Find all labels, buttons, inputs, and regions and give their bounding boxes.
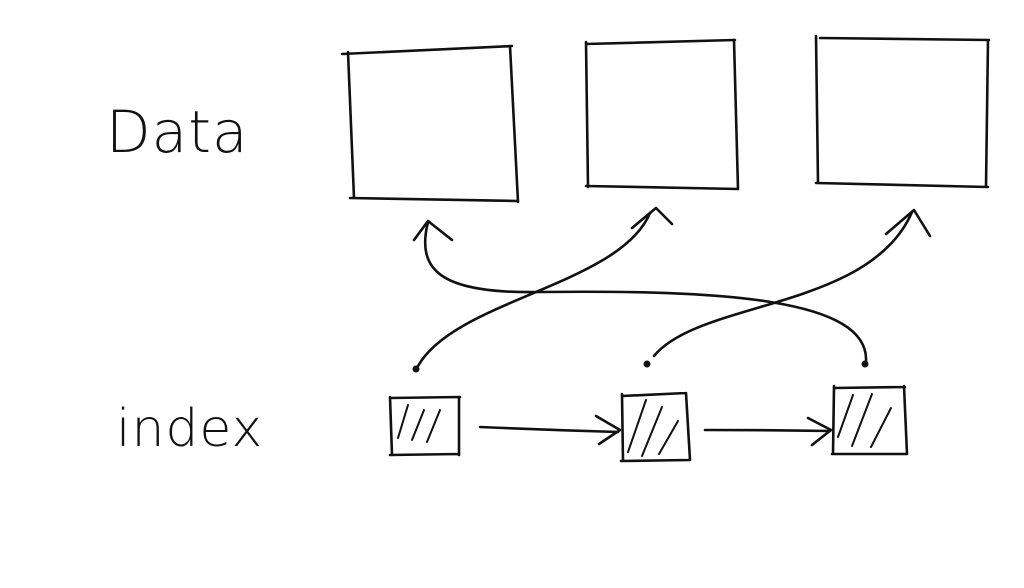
next-arrow-1 xyxy=(478,414,622,446)
pointer-arrow-2 xyxy=(652,208,932,358)
pointer-dot-2 xyxy=(643,360,651,368)
data-box-2 xyxy=(584,38,740,191)
index-box-3 xyxy=(830,384,909,456)
index-box-1 xyxy=(388,395,462,457)
data-box-3 xyxy=(814,34,991,189)
index-box-2 xyxy=(619,391,692,463)
data-box-1 xyxy=(340,44,520,204)
pointer-arrow-1 xyxy=(416,206,674,368)
pointer-arrow-3 xyxy=(412,219,868,364)
data-row-label: Data xyxy=(106,98,249,166)
next-arrow-2 xyxy=(703,416,833,447)
index-row-label: index xyxy=(116,399,263,459)
